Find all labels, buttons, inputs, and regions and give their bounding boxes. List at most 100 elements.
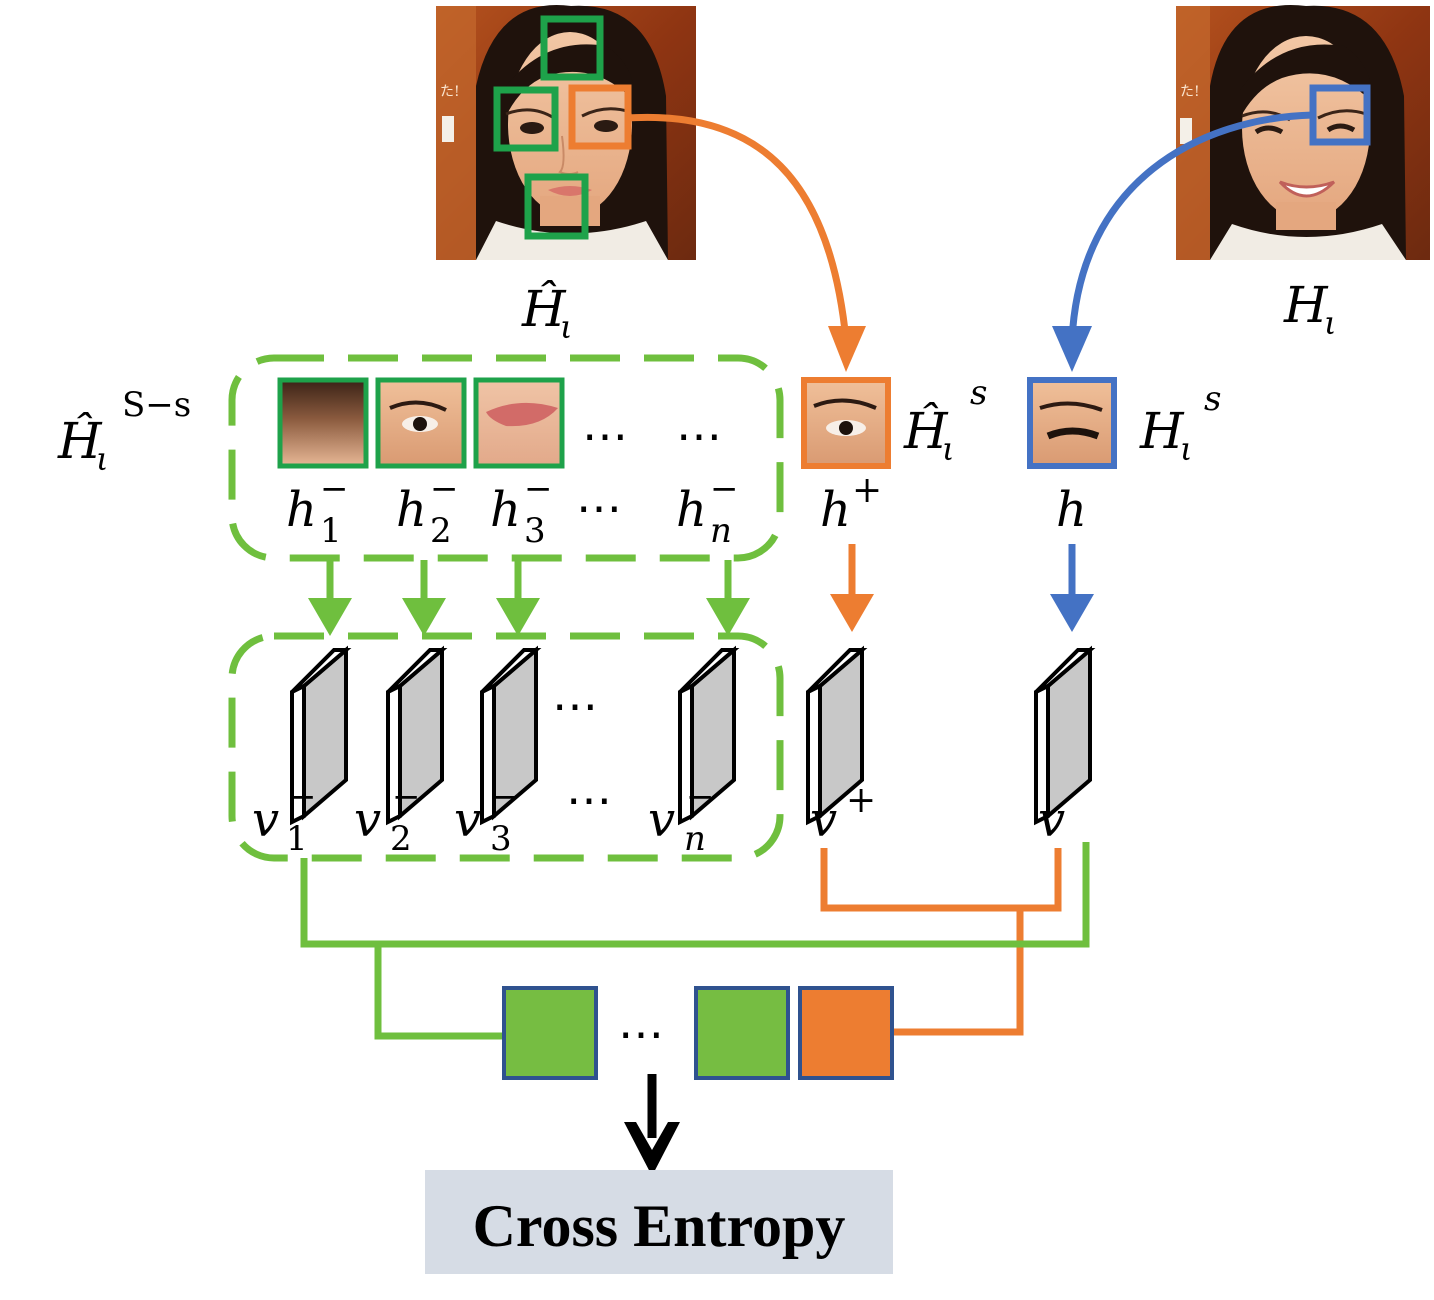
loss-arrow (624, 1074, 680, 1176)
anchor-crop-arrow (1052, 111, 1314, 372)
feature-label-v-pos: v + (810, 780, 876, 848)
patch-h2-sub: 2 (430, 511, 452, 551)
anchor-encode-arrow (1050, 544, 1094, 632)
patch-label-h-anchor: h (1056, 482, 1087, 538)
feature-block-v1-neg (290, 645, 352, 826)
positive-encode-arrow (830, 544, 874, 632)
negative-crop-mouth (473, 377, 565, 469)
patch-hpos-base: h (820, 482, 851, 538)
patch-h1-sup: − (320, 469, 349, 509)
anchor-face-label: H ι (1283, 276, 1337, 342)
anchor-face-label-sub: ι (1324, 304, 1337, 342)
negative-features-group (228, 632, 784, 862)
positive-crop (801, 377, 891, 469)
patch-label-hn-neg: h − n (676, 469, 739, 551)
negative-crops-ellipsis-2: ⋯ (676, 409, 722, 463)
feature-label-v-anchor: v (1038, 792, 1065, 848)
mouth-region-box (524, 173, 589, 240)
left-eye-region-box (493, 86, 559, 152)
feature-label-v2-neg: v − 2 (354, 777, 421, 859)
patch-label-h1-neg: h − 1 (286, 469, 349, 551)
generated-face-label-base: Ĥ (521, 279, 567, 338)
negative-crops-ellipsis-1: ⋯ (582, 409, 628, 463)
feature-labels-ellipsis: ⋯ (566, 773, 612, 827)
positive-crop-label-base: Ĥ (903, 401, 949, 460)
anchor-crop (1027, 377, 1117, 469)
patch-labels-ellipsis: ⋯ (576, 481, 622, 535)
feature-v3-base: v (454, 792, 481, 848)
feature-v2-base: v (354, 792, 381, 848)
feature-blocks-ellipsis: ⋯ (552, 679, 598, 733)
negative-encode-arrows (308, 560, 750, 636)
patch-label-h3-neg: h − 3 (490, 469, 553, 551)
feature-label-vn-neg: v − n (648, 777, 715, 859)
feature-v3-sub: 3 (490, 819, 512, 859)
feature-label-v1-neg: v − 1 (252, 777, 317, 859)
feature-vpos-base: v (810, 792, 837, 848)
positive-crop-arrow (627, 113, 866, 372)
patch-h2-sup: − (430, 469, 459, 509)
feature-v1-base: v (252, 792, 279, 848)
feature-block-vn-neg (678, 645, 740, 826)
negative-patches-group (228, 354, 784, 562)
feature-v2-sup: − (392, 777, 421, 817)
negative-crop-forehead (277, 377, 369, 469)
feature-block-v-pos (806, 645, 868, 826)
patch-hn-base: h (676, 482, 707, 538)
feature-label-v3-neg: v − 3 (454, 777, 521, 859)
feature-vn-sub: n (684, 819, 706, 859)
forehead-region-box (540, 15, 604, 81)
patch-h1-sub: 1 (320, 511, 342, 551)
patch-hpos-sup: + (852, 470, 882, 511)
loss-box (425, 1170, 893, 1274)
generated-face-label-sub: ι (560, 308, 573, 346)
feature-vn-sup: − (686, 777, 715, 817)
feature-v3-sup: − (492, 777, 521, 817)
anchor-crop-label-sup: s (1204, 379, 1221, 419)
anchor-crop-label-base: H (1139, 402, 1185, 460)
positive-crop-label-sup: s (970, 373, 987, 413)
feature-vpos-sup: + (846, 780, 876, 821)
feature-block-v-anchor (1034, 645, 1096, 826)
feature-v1-sup: − (288, 777, 317, 817)
negative-logit-cell-1 (502, 986, 598, 1080)
patch-label-h-pos: h + (820, 470, 882, 538)
patch-hn-sub: n (710, 511, 732, 551)
negative-set-label-sub: ι (96, 440, 109, 478)
patch-h2-base: h (396, 482, 427, 538)
patch-h3-sup: − (524, 469, 553, 509)
generated-face-label: Ĥ ι (521, 279, 573, 346)
patch-h3-base: h (490, 482, 521, 538)
face-caption-text: た! (440, 84, 460, 100)
anchor-crop-label: H ι s (1139, 379, 1221, 468)
generated-face-image: た! (436, 5, 696, 260)
anchor-face-label-base: H (1283, 276, 1329, 334)
green-similarity-connector (300, 842, 1090, 1040)
feature-block-v2-neg (386, 645, 448, 826)
negative-set-label: Ĥ ι S−s (57, 385, 191, 478)
positive-crop-label: Ĥ ι s (903, 373, 987, 468)
anchor-crop-label-sub: ι (1180, 430, 1193, 468)
orange-similarity-connector (820, 848, 1062, 1036)
patch-h1-base: h (286, 482, 317, 538)
loss-label: Cross Entropy (473, 1193, 846, 1259)
face-caption-text-2: た! (1180, 84, 1200, 100)
logits-ellipsis: ⋯ (618, 1007, 664, 1061)
negative-set-label-base: Ĥ (57, 411, 103, 470)
negative-logit-cell-n (694, 986, 790, 1080)
feature-vn-base: v (648, 792, 675, 848)
negative-crop-left-eye (375, 377, 467, 469)
patch-h-base: h (1056, 482, 1087, 538)
patch-h3-sub: 3 (524, 511, 546, 551)
patch-label-h2-neg: h − 2 (396, 469, 459, 551)
positive-crop-label-sub: ι (942, 430, 955, 468)
negative-set-label-sup: S−s (122, 385, 191, 425)
feature-v2-sub: 2 (390, 819, 412, 859)
feature-v-base: v (1038, 792, 1065, 848)
patch-hn-sup: − (710, 469, 739, 509)
feature-blocks (290, 645, 1096, 826)
feature-v1-sub: 1 (286, 819, 308, 859)
positive-logit-cell (798, 986, 894, 1080)
feature-block-v3-neg (480, 645, 542, 826)
